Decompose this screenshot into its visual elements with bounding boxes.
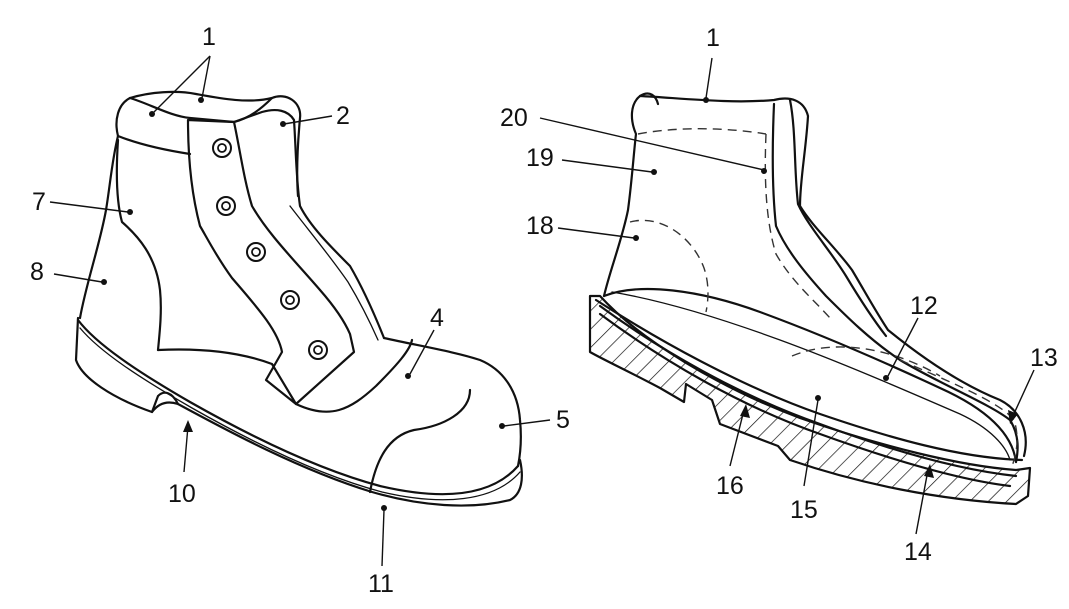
left-leaders: [49, 55, 551, 567]
right-labels: 1 20 19 18 12 13 16 15 14: [500, 24, 1058, 566]
outsole-top-edge: [76, 318, 520, 496]
label-quarter: 8: [30, 258, 44, 286]
tongue: [232, 109, 386, 340]
collar-top-roll: [128, 96, 274, 124]
welt-line: [79, 327, 521, 501]
collar-lining: [771, 102, 1019, 464]
label-collar: 1: [202, 23, 216, 51]
eyelets: [212, 138, 328, 360]
insole-strip: [598, 312, 1012, 488]
left-labels: 1 2 7 8 4 5 10 11: [30, 23, 570, 598]
eyelet-icon: [246, 242, 266, 262]
tongue-inner: [289, 205, 379, 341]
eyelet-ring: [285, 295, 295, 305]
label-14: 14: [904, 538, 932, 566]
heel-breast: [150, 391, 180, 414]
eyelet-icon: [280, 290, 300, 310]
right-boot-cutaway: [588, 92, 1032, 506]
label-13: 13: [1030, 344, 1058, 372]
label-18: 18: [526, 212, 554, 240]
label-16: 16: [716, 472, 744, 500]
footbed: [602, 287, 1018, 464]
collar-right: [638, 94, 1027, 458]
midsole-strip: [598, 304, 1018, 478]
label-upper-part: 7: [32, 188, 46, 216]
label-12: 12: [910, 292, 938, 320]
left-boot-exterior: [74, 90, 523, 507]
label-20: 20: [500, 104, 528, 132]
lining-top-dashed: [637, 128, 767, 135]
label-toe-cap: 5: [556, 406, 570, 434]
label-heel: 10: [168, 480, 196, 508]
label-19: 19: [526, 144, 554, 172]
eyelet-ring: [313, 345, 323, 355]
eyelet-ring: [221, 201, 231, 211]
eyelet-icon: [216, 196, 236, 216]
vamp-line: [156, 338, 414, 413]
toe-dashed: [791, 346, 941, 377]
label-vamp: 4: [430, 304, 444, 332]
sole-top: [594, 298, 1024, 462]
eyelet-ring: [251, 247, 261, 257]
collar-front-edge: [116, 134, 192, 156]
eyelet-ring: [217, 143, 227, 153]
right-leaders: [539, 57, 1035, 535]
label-collar-right: 1: [706, 24, 720, 52]
tongue-right: [788, 98, 888, 338]
eyelet-icon: [212, 138, 232, 158]
toe-cap: [368, 388, 472, 494]
upper-back-right: [602, 92, 660, 298]
label-outsole: 11: [368, 570, 394, 598]
label-tongue: 2: [336, 102, 350, 130]
quarter-panel: [115, 138, 162, 352]
outsole-left: [74, 316, 523, 507]
eyelet-icon: [308, 340, 328, 360]
lace-facing: [186, 118, 356, 406]
upper-back: [78, 96, 132, 320]
counter-dashed: [629, 219, 709, 313]
footbed-inner: [611, 291, 1011, 461]
vamp-top: [382, 336, 522, 468]
label-15: 15: [790, 496, 818, 524]
